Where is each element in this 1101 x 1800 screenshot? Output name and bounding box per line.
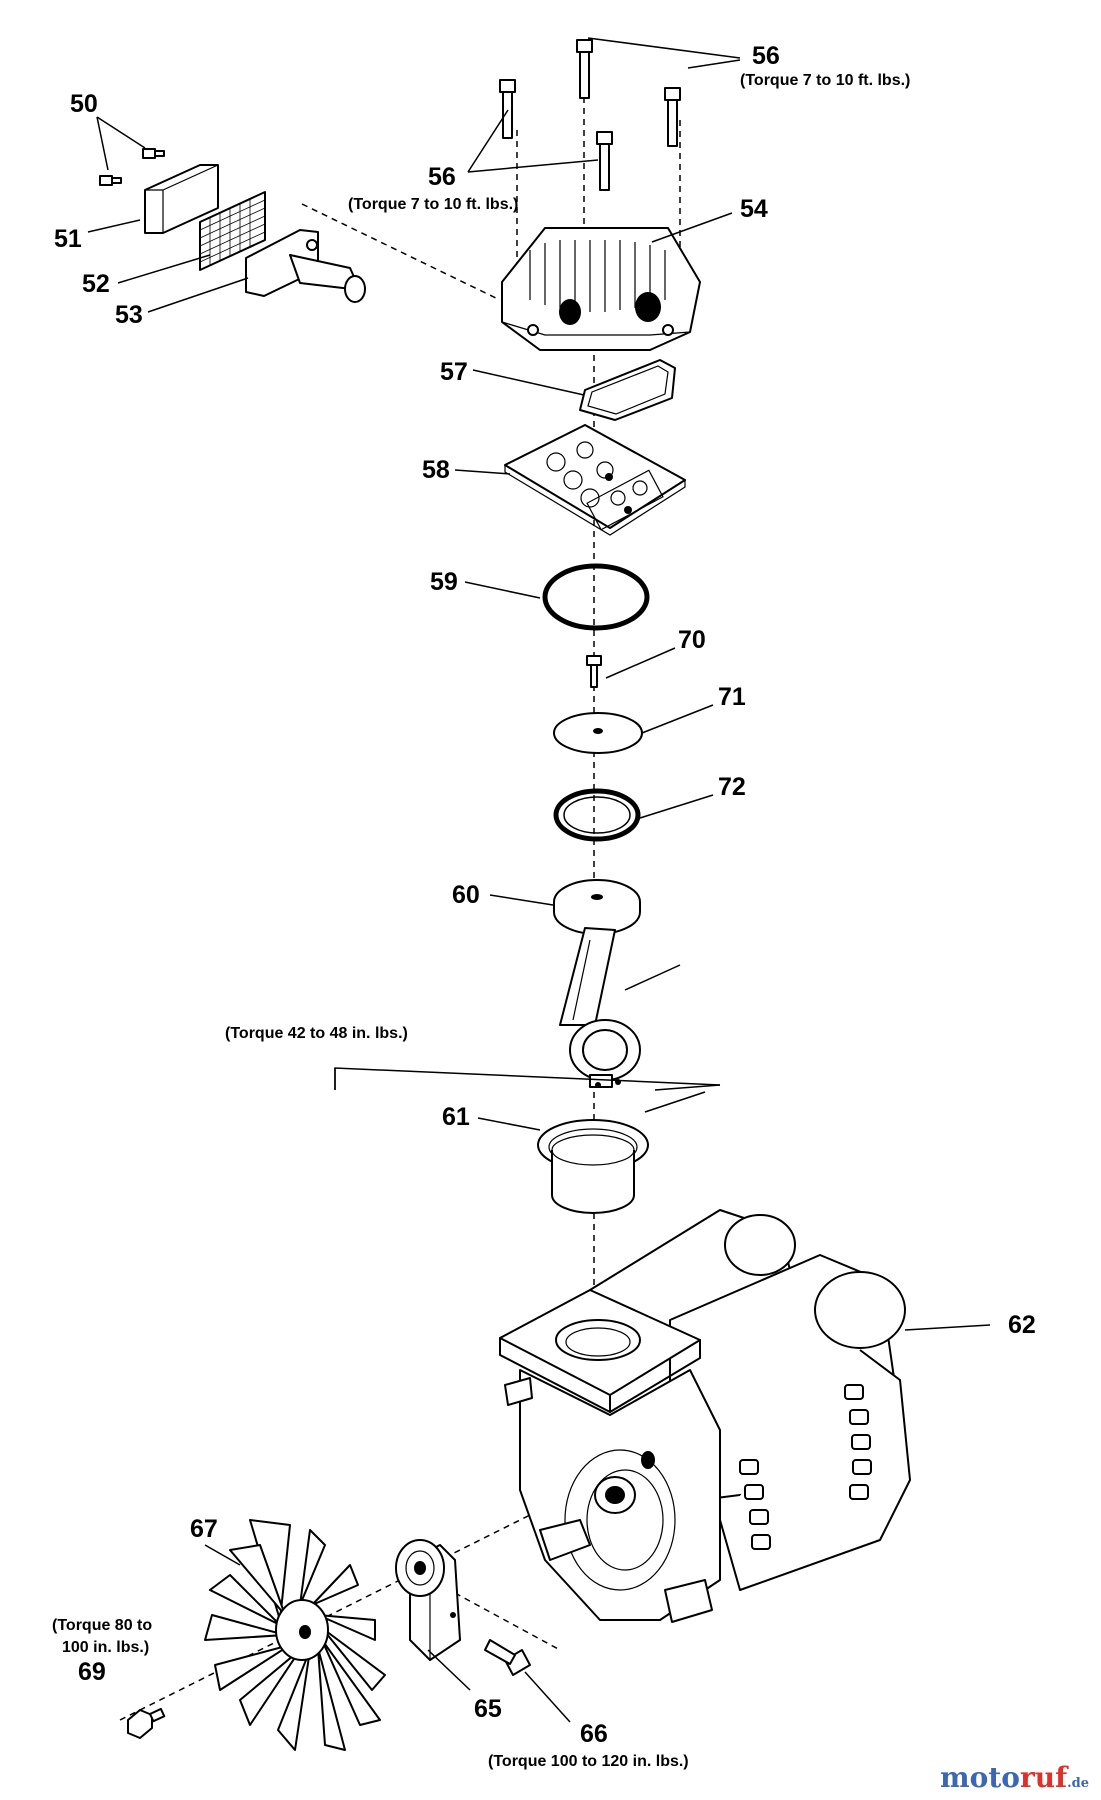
callout-59: 59 [430, 568, 458, 596]
cylinder-head-54 [501, 227, 701, 351]
watermark-part1: moto [940, 1761, 1020, 1794]
callout-52: 52 [82, 270, 110, 298]
cooling-fan-67 [204, 1519, 386, 1751]
screw-50 [142, 148, 165, 159]
callout-72: 72 [718, 773, 746, 801]
callout-70: 70 [678, 626, 706, 654]
callout-61: 61 [442, 1103, 470, 1131]
callout-50: 50 [70, 90, 98, 118]
bolt-56-group [499, 39, 681, 191]
callout-66: 66 [580, 1720, 608, 1748]
assembly-axes [119, 75, 681, 1721]
leader-lines [87, 37, 991, 1723]
nut-69 [127, 1707, 166, 1739]
cylinder-sleeve-61 [537, 1119, 649, 1214]
valve-disc-71 [553, 712, 643, 754]
watermark-part2: ruf [1019, 1761, 1068, 1794]
bolt-56 [596, 131, 613, 191]
watermark-logo: motoruf.de [940, 1761, 1089, 1794]
torque-note-rod: (Torque 42 to 48 in. lbs.) [225, 1025, 408, 1042]
valve-plate-58 [504, 424, 686, 536]
torque-note-56-left: (Torque 7 to 10 ft. lbs.) [348, 196, 518, 213]
callout-67: 67 [190, 1515, 218, 1543]
screw-50-group [99, 148, 165, 186]
callout-69: 69 [78, 1658, 106, 1686]
callout-53: 53 [115, 301, 143, 329]
connecting-rod-60 [553, 879, 641, 1088]
bearing-carrier-65 [395, 1539, 461, 1661]
torque-note-69-line1: (Torque 80 to [52, 1617, 152, 1634]
motor-crankcase-62 [499, 1209, 911, 1623]
torque-note-56-top: (Torque 7 to 10 ft. lbs.) [740, 72, 910, 89]
callout-labels: 50 51 52 53 54 56 56 57 58 59 60 61 62 6… [54, 42, 1036, 1748]
bolt-56 [576, 39, 593, 99]
bolt-66 [484, 1639, 531, 1676]
torque-note-69-line2: 100 in. lbs.) [62, 1639, 149, 1656]
filter-element-52 [199, 191, 266, 271]
filter-cover-51 [144, 164, 219, 234]
torque-notes: (Torque 7 to 10 ft. lbs.) (Torque 7 to 1… [52, 72, 910, 1770]
watermark-suffix: .de [1067, 1776, 1089, 1791]
callout-57: 57 [440, 358, 468, 386]
screw-70 [586, 655, 602, 688]
callout-60: 60 [452, 881, 480, 909]
callout-56-left: 56 [428, 163, 456, 191]
callout-54: 54 [740, 195, 768, 223]
o-ring-59 [542, 563, 650, 631]
callout-58: 58 [422, 456, 450, 484]
callout-56-top: 56 [752, 42, 780, 70]
callout-62: 62 [1008, 1311, 1036, 1339]
piston-ring-72 [553, 788, 641, 842]
head-gasket-57 [579, 359, 676, 421]
callout-51: 51 [54, 225, 82, 253]
bolt-56 [664, 87, 681, 147]
screw-50 [99, 175, 122, 186]
filter-housing-53 [245, 229, 366, 303]
bolt-56 [499, 79, 516, 139]
torque-note-66: (Torque 100 to 120 in. lbs.) [488, 1753, 689, 1770]
callout-71: 71 [718, 683, 746, 711]
callout-65: 65 [474, 1695, 502, 1723]
